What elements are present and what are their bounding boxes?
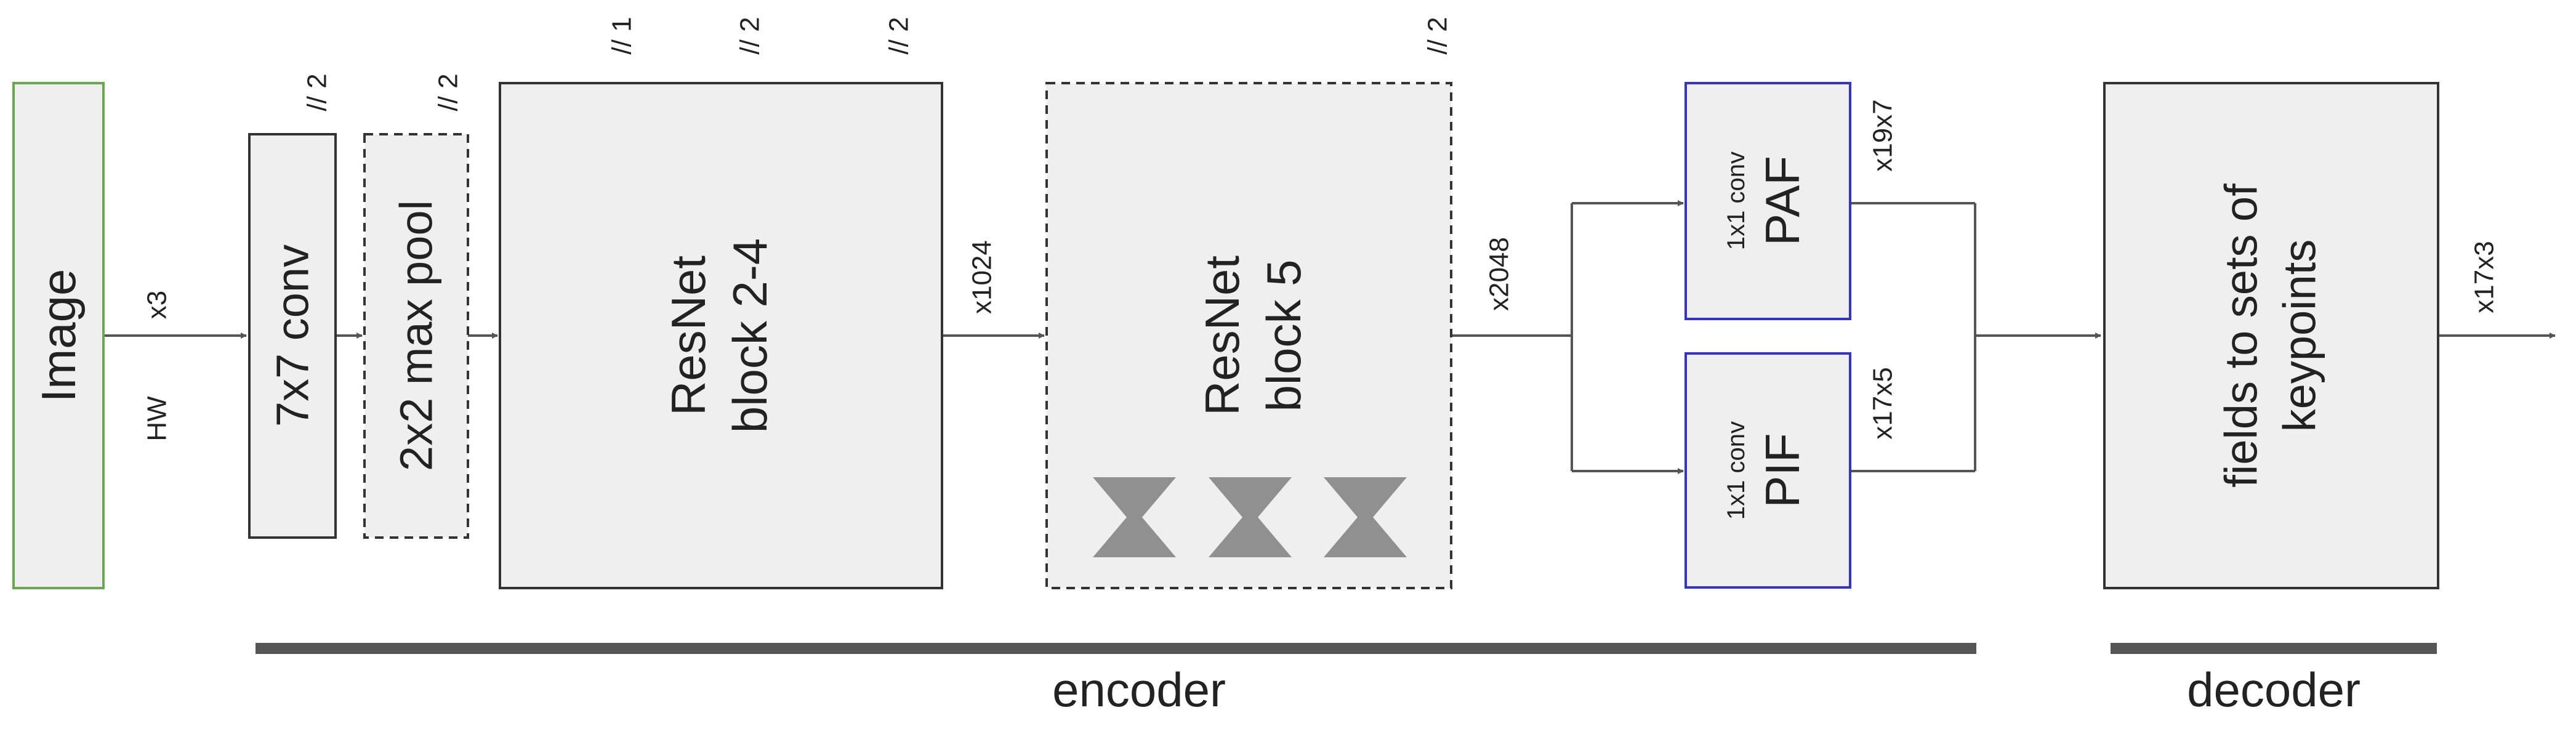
pif-head: 1x1 conv PIF [1684, 352, 1851, 589]
pif-box [1684, 352, 1851, 589]
maxpool-box [363, 133, 469, 539]
stride-resnet-c: // 2 [884, 17, 914, 54]
paf-head: 1x1 conv PAF [1684, 82, 1851, 320]
pif-conv-label: 1x1 conv [1723, 421, 1750, 520]
annotations: HW x3 x1024 x2048 x19x7 x17x5 x17x3 // 2… [142, 17, 2500, 441]
bowtie-icon [1209, 477, 1292, 557]
decoder-line2: keypoints [2274, 240, 2325, 432]
resnet-2-4-line2: block 2-4 [723, 238, 777, 434]
channels-x17x5: x17x5 [1868, 367, 1898, 439]
paf-label: PAF [1755, 156, 1809, 246]
hw-annotation: HW [142, 396, 172, 442]
conv7-box [248, 133, 337, 539]
maxpool-label: 2x2 max pool [391, 200, 442, 471]
channels-x3: x3 [142, 291, 172, 319]
resnet-block-2-4: ResNet block 2-4 [499, 82, 943, 589]
channels-x17x3: x17x3 [2469, 241, 2500, 313]
channels-x1024: x1024 [967, 240, 997, 314]
decoder-label: decoder [2187, 663, 2361, 717]
resnet-2-4-line1: ResNet [661, 256, 715, 416]
resnet-5-line2: block 5 [1257, 259, 1311, 411]
image-block: Image [12, 82, 105, 589]
channels-x19x7: x19x7 [1868, 99, 1898, 171]
decoder-bar [2111, 643, 2437, 654]
decoder-block: fields to sets of keypoints [2103, 82, 2439, 589]
image-box [12, 82, 105, 589]
stride-conv: // 2 [302, 73, 332, 111]
channels-x2048: x2048 [1484, 237, 1515, 311]
stride-resnet-a: // 1 [607, 17, 637, 54]
resnet-5-line1: ResNet [1195, 256, 1249, 416]
section-bars: encoder decoder [256, 643, 2437, 717]
stride-resnet5: // 2 [1423, 17, 1453, 54]
connections [103, 200, 2556, 474]
resnet-2-4-box [499, 82, 943, 589]
paf-box [1684, 82, 1851, 320]
maxpool-block: 2x2 max pool [363, 133, 469, 539]
decoder-box [2103, 82, 2439, 589]
paf-conv-label: 1x1 conv [1723, 151, 1750, 250]
encoder-bar [256, 643, 1976, 654]
bowtie-icon [1093, 477, 1176, 557]
pif-label: PIF [1755, 433, 1809, 507]
decoder-line1: fields to sets of [2216, 184, 2267, 488]
encoder-label: encoder [1052, 663, 1226, 717]
image-label: Image [31, 269, 86, 403]
stride-resnet-b: // 2 [735, 17, 765, 54]
stride-pool: // 2 [433, 73, 464, 111]
bowtie-icon [1324, 477, 1407, 557]
conv7-block: 7x7 conv [248, 133, 337, 539]
conv7-label: 7x7 conv [267, 244, 318, 427]
resnet-block-5: ResNet block 5 [1045, 82, 1452, 589]
